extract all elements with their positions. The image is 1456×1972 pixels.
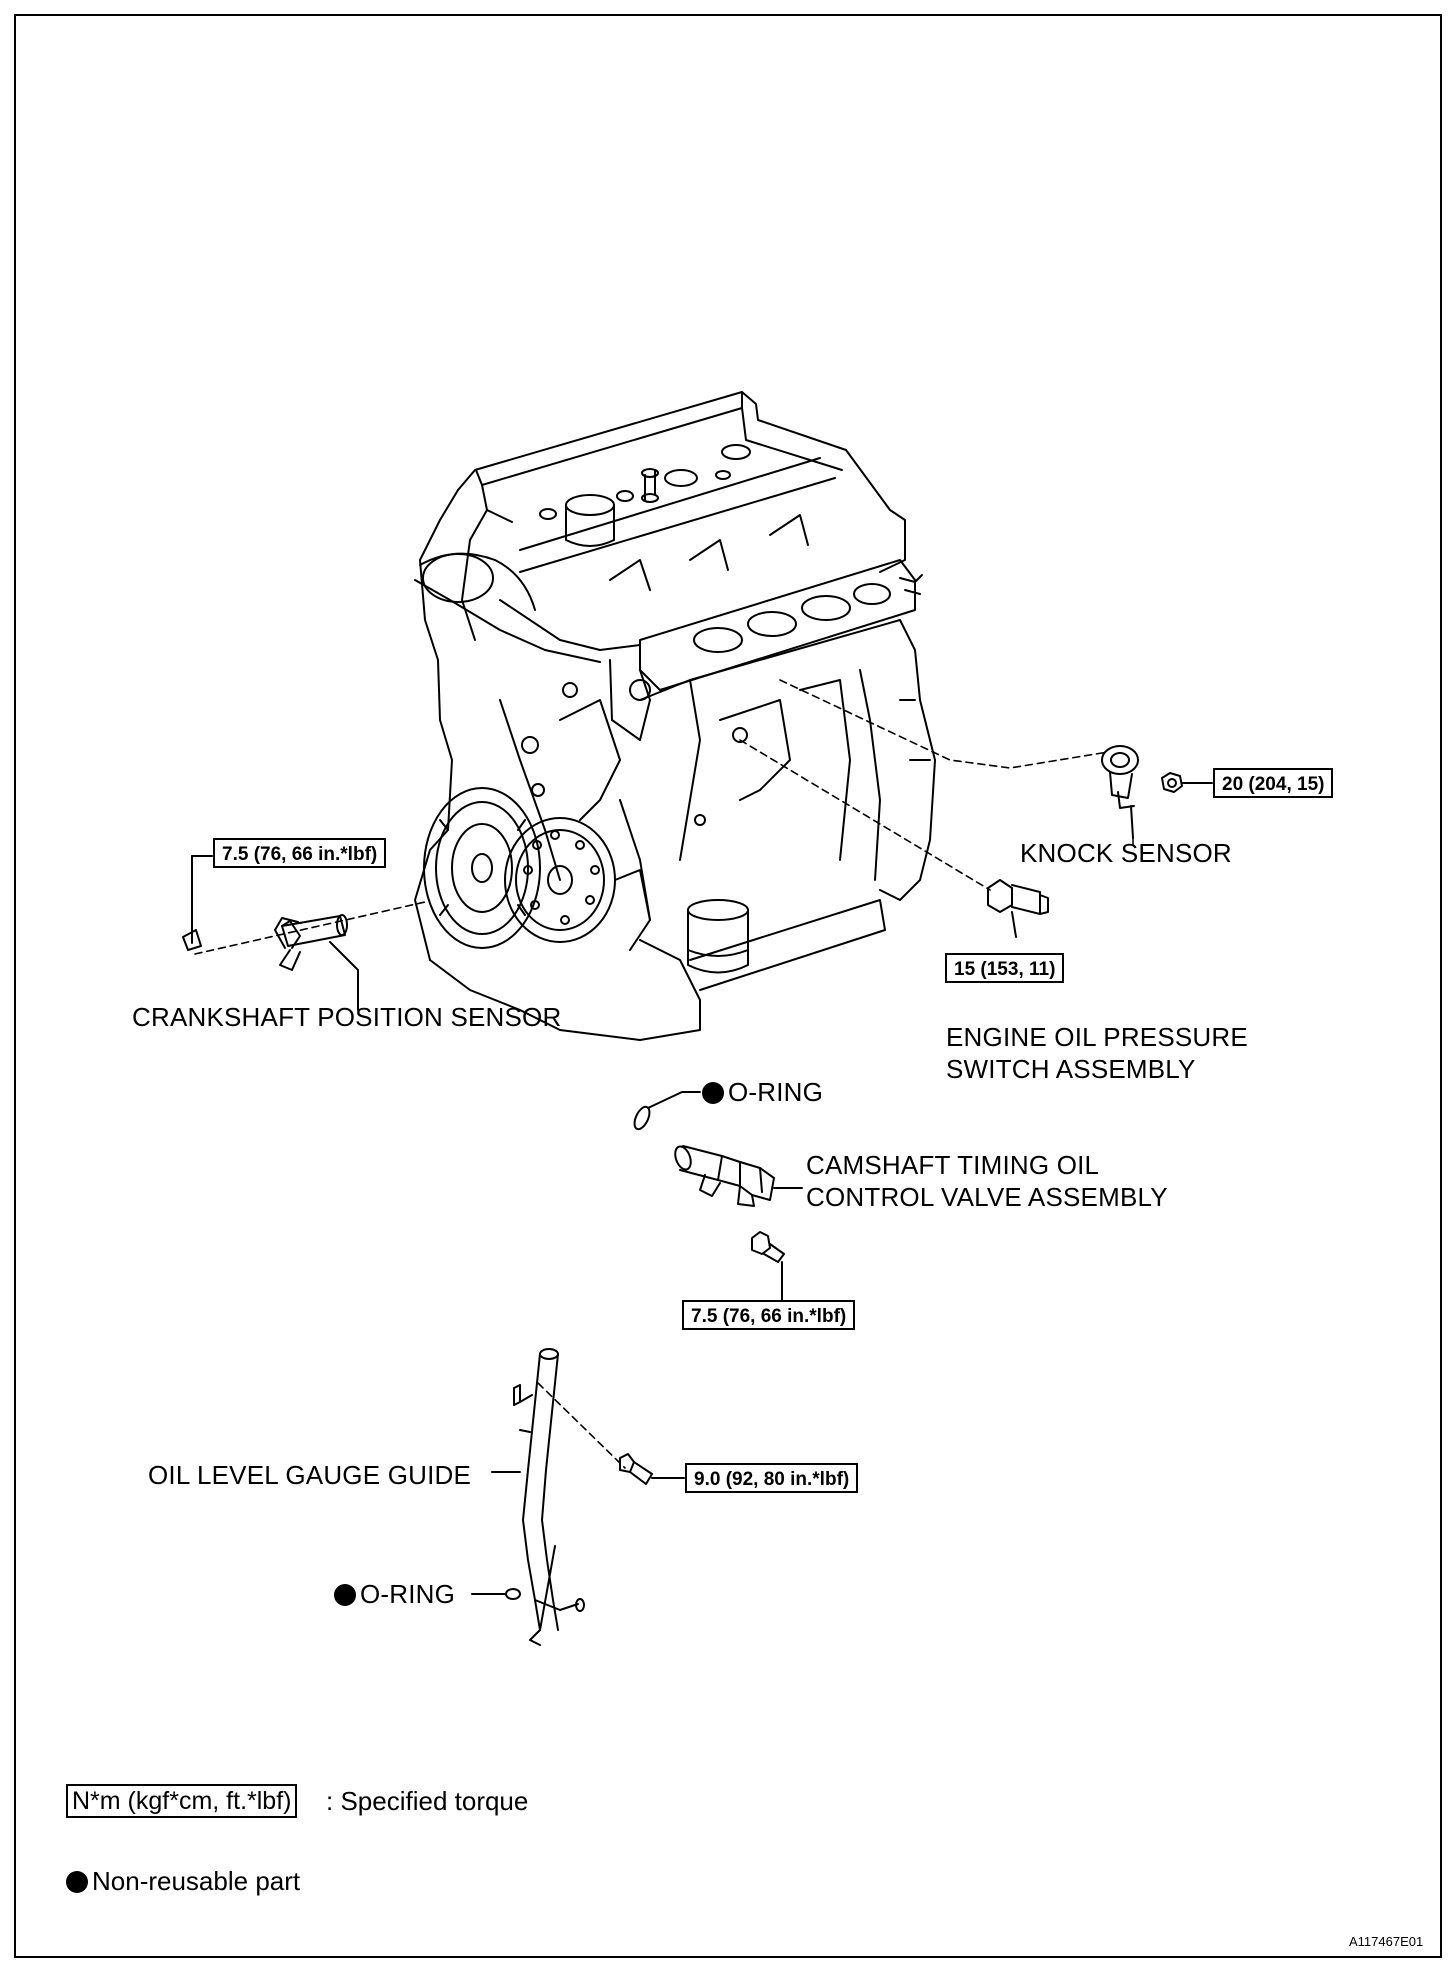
gauge-guide-torque-box: 9.0 (92, 80 in.*lbf): [685, 1463, 859, 1493]
crankshaft-sensor-part: [182, 855, 359, 1011]
camshaft-valve-part: [674, 1145, 803, 1303]
camshaft-valve-label-line2: CONTROL VALVE ASSEMBLY: [806, 1182, 1168, 1212]
camshaft-valve-label-line1: CAMSHAFT TIMING OIL: [806, 1150, 1100, 1180]
gauge-guide-part: [491, 1348, 685, 1646]
camshaft-valve-torque-box: 7.5 (76, 66 in.*lbf): [682, 1300, 856, 1330]
knock-sensor-part: [1101, 745, 1213, 845]
legend-torque-description: : Specified torque: [326, 1786, 529, 1816]
o-ring-lower-part: [471, 1588, 521, 1600]
gauge-guide-label: OIL LEVEL GAUGE GUIDE: [148, 1460, 472, 1490]
oil-pressure-switch-label-line2: SWITCH ASSEMBLY: [946, 1054, 1196, 1084]
crankshaft-sensor-label: CRANKSHAFT POSITION SENSOR: [132, 1002, 562, 1032]
figure-code: A117467E01: [1349, 1934, 1424, 1949]
o-ring-upper-label: O-RING: [702, 1077, 823, 1107]
legend-non-reusable: Non-reusable part: [66, 1866, 300, 1896]
oil-pressure-switch-part: [987, 879, 1049, 938]
oil-pressure-switch-label-line1: ENGINE OIL PRESSURE: [946, 1022, 1248, 1052]
oil-pressure-switch-torque-box: 15 (153, 11): [945, 953, 1065, 983]
non-reusable-dot-icon: [66, 1871, 88, 1893]
knock-sensor-torque-box: 20 (204, 15): [1213, 768, 1334, 798]
non-reusable-dot-icon: [334, 1584, 356, 1606]
o-ring-lower-label: O-RING: [334, 1579, 455, 1609]
assembly-dashed-lines: [194, 679, 1109, 1469]
legend-torque-units-box: N*m (kgf*cm, ft.*lbf): [66, 1784, 298, 1818]
engine-assembly: [414, 391, 936, 1041]
diagram-frame: [14, 14, 1442, 1958]
knock-sensor-label: KNOCK SENSOR: [1020, 838, 1232, 868]
crankshaft-sensor-torque-box: 7.5 (76, 66 in.*lbf): [213, 838, 387, 868]
non-reusable-dot-icon: [702, 1082, 724, 1104]
o-ring-upper-part: [633, 1091, 701, 1131]
